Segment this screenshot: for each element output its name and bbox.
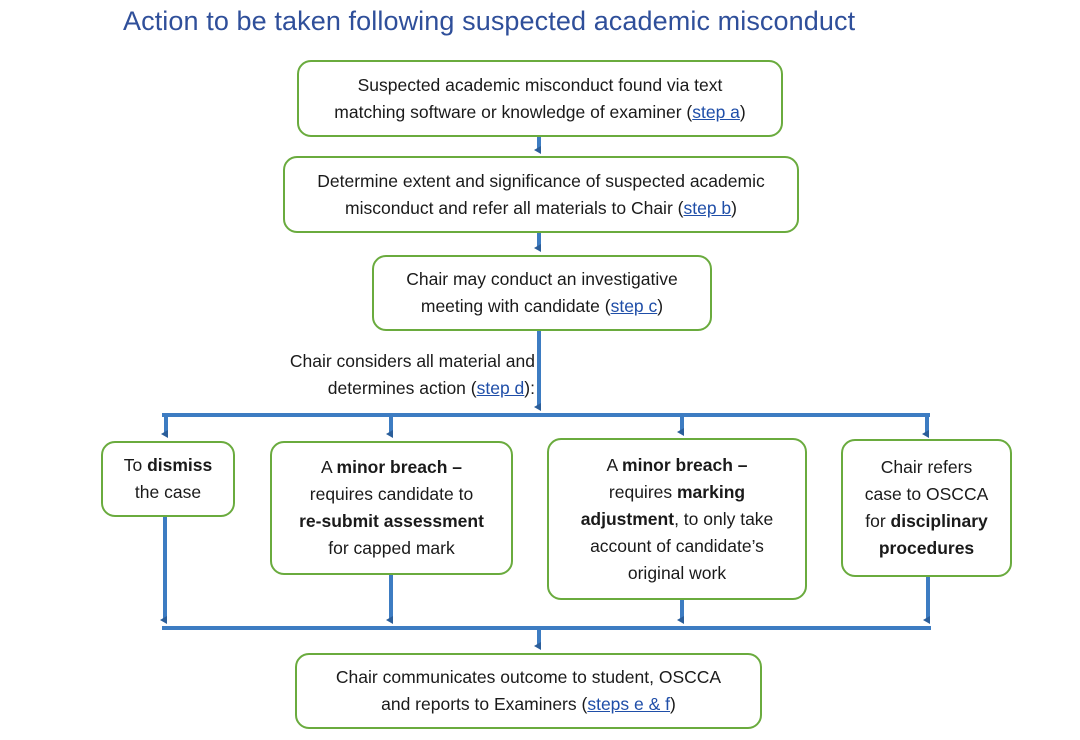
outcome-resubmit-box: A minor breach – requires candidate to r… xyxy=(270,441,513,575)
step-b-line2: misconduct and refer all materials to Ch… xyxy=(345,197,684,218)
step-b-close: ) xyxy=(731,197,737,218)
refer-line2: case to OSCCA xyxy=(864,484,989,504)
dismiss-line2: the case xyxy=(134,482,202,502)
step-ef-link[interactable]: steps e & f xyxy=(587,694,671,714)
step-a-line1: Suspected academic misconduct found via … xyxy=(357,74,723,95)
adjust-line4: account of candidate’s xyxy=(590,535,764,556)
step-c-link[interactable]: step c xyxy=(610,296,658,316)
outcome-refer-box: Chair refers case to OSCCA for disciplin… xyxy=(841,439,1012,577)
adjust-line3-post: , to only take xyxy=(674,508,774,529)
step-d-close: ): xyxy=(524,378,535,398)
step-b-line1: Determine extent and significance of sus… xyxy=(317,170,765,191)
diagram-title: Action to be taken following suspected a… xyxy=(123,6,856,36)
step-c-line2: meeting with candidate ( xyxy=(420,296,611,316)
adjust-line2-pre: requires xyxy=(608,481,677,502)
refer-line4-bold: procedures xyxy=(878,538,975,558)
step-b-box: Determine extent and significance of sus… xyxy=(283,156,799,233)
resubmit-bold: minor breach – xyxy=(336,457,463,477)
step-a-box: Suspected academic misconduct found via … xyxy=(297,60,783,137)
dismiss-bold: dismiss xyxy=(147,455,213,475)
step-d-link[interactable]: step d xyxy=(476,378,525,398)
resubmit-line4: for capped mark xyxy=(328,538,455,558)
adjust-line5: original work xyxy=(627,562,727,583)
refer-line1: Chair refers xyxy=(880,457,973,477)
step-a-link[interactable]: step a xyxy=(692,101,740,122)
refer-line3-pre: for xyxy=(865,511,891,531)
step-ef-close: ) xyxy=(670,694,676,714)
resubmit-line2: requires candidate to xyxy=(309,484,474,504)
adjust-line2-bold: marking xyxy=(677,481,746,502)
adjust-line3-bold: adjustment xyxy=(580,508,675,529)
step-b-link[interactable]: step b xyxy=(683,197,732,218)
step-ef-line1: Chair communicates outcome to student, O… xyxy=(335,667,722,687)
step-ef-line2: and reports to Examiners ( xyxy=(381,694,588,714)
outcome-dismiss-box: To dismiss the case xyxy=(101,441,235,517)
outcome-adjust-box: A minor breach – requires marking adjust… xyxy=(547,438,807,600)
step-a-line2: matching software or knowledge of examin… xyxy=(334,101,693,122)
resubmit-pre: A xyxy=(320,457,337,477)
step-a-close: ) xyxy=(739,101,746,122)
step-d-label: Chair considers all material and determi… xyxy=(260,348,535,402)
dismiss-pre: To xyxy=(123,455,148,475)
step-c-line1: Chair may conduct an investigative xyxy=(406,269,678,289)
adjust-bold: minor breach – xyxy=(622,454,748,475)
step-c-box: Chair may conduct an investigative meeti… xyxy=(372,255,712,331)
step-c-close: ) xyxy=(657,296,664,316)
resubmit-line3: re-submit assessment xyxy=(299,511,484,531)
step-d-line1: Chair considers all material and xyxy=(289,351,535,371)
step-ef-box: Chair communicates outcome to student, O… xyxy=(295,653,762,729)
refer-line3-bold: disciplinary xyxy=(890,511,988,531)
step-d-line2: determines action ( xyxy=(327,378,477,398)
adjust-pre: A xyxy=(606,454,623,475)
